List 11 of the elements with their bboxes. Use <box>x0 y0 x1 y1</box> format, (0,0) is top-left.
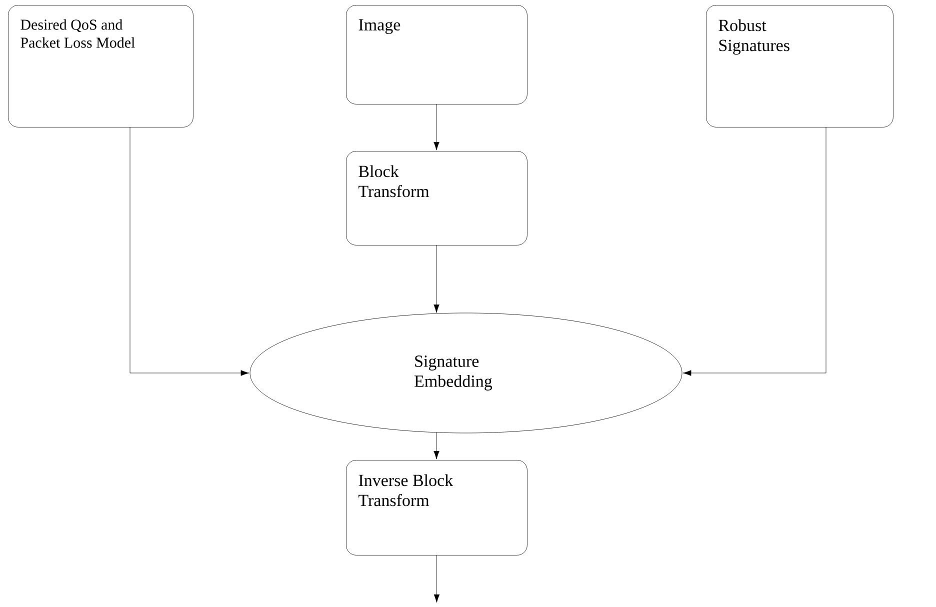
process-box: Inverse Block Transform <box>346 460 528 556</box>
arrow <box>130 126 250 376</box>
arrow <box>434 244 440 313</box>
arrow <box>434 432 440 460</box>
process-box: Image <box>346 5 528 104</box>
process-box: Desired QoS and Packet Loss Model <box>8 5 194 128</box>
arrow <box>434 104 440 150</box>
arrow <box>434 555 440 603</box>
arrow <box>682 126 826 376</box>
process-box: Robust Signatures <box>706 5 894 128</box>
process-box: Block Transform <box>346 151 528 246</box>
